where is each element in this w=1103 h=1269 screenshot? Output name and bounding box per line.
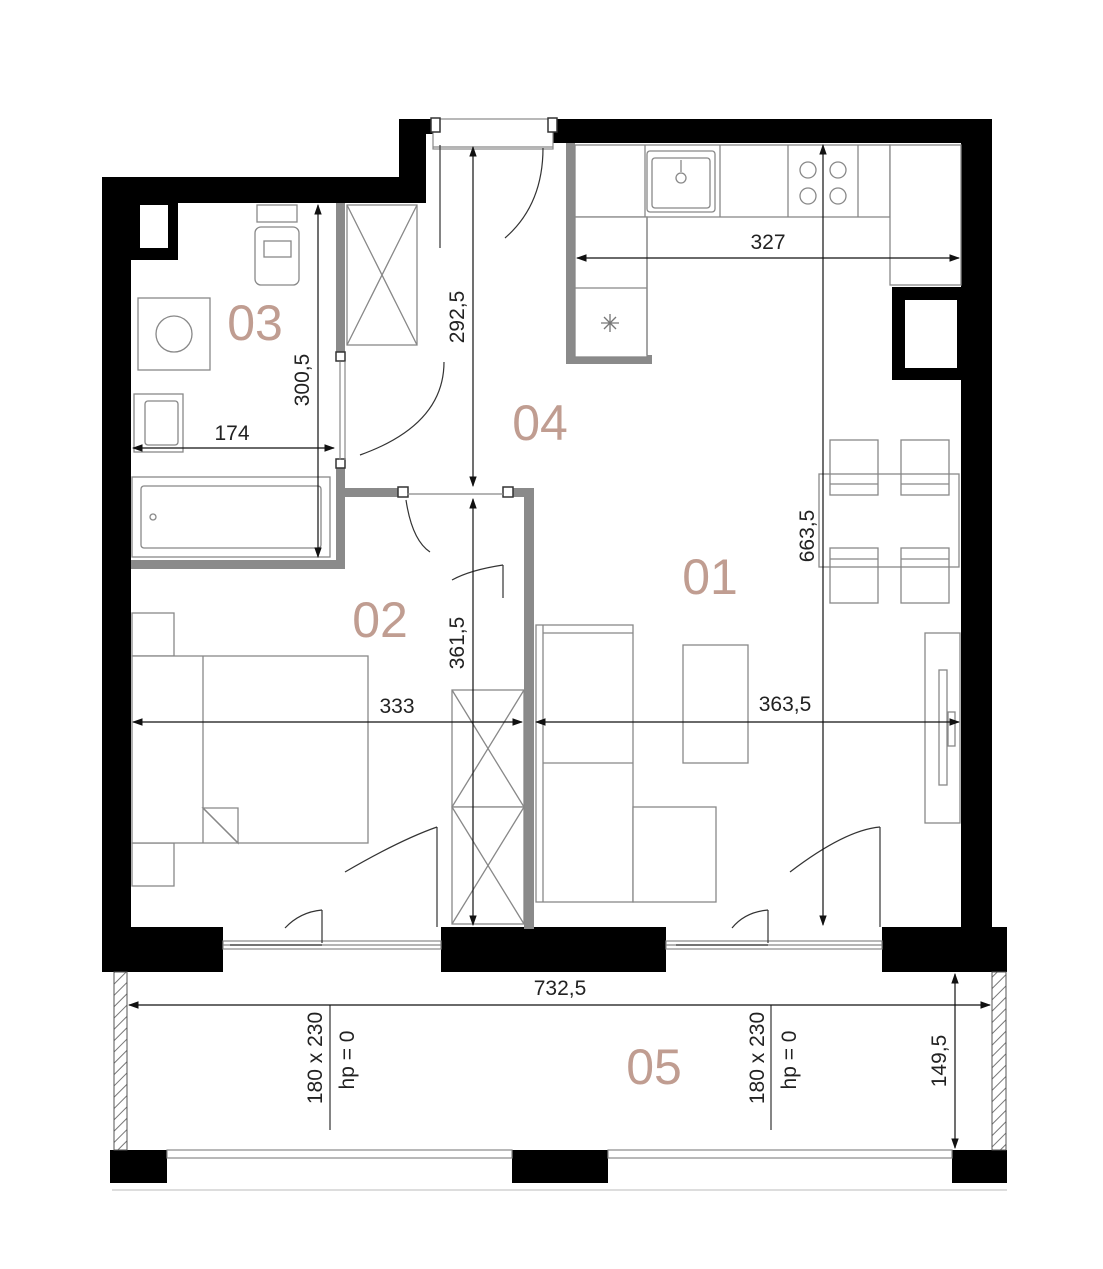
fridge-icon — [601, 314, 619, 332]
living-furniture — [535, 439, 961, 903]
dim-kitchen-width: 327 — [750, 231, 785, 254]
room-label-05: 05 — [626, 1039, 682, 1095]
bedroom-furniture — [131, 612, 369, 887]
room-label-01: 01 — [682, 549, 738, 605]
dim-hall-height: 292,5 — [446, 291, 469, 344]
balcony — [112, 971, 1007, 1191]
room-label-03: 03 — [227, 295, 283, 351]
dim-hall-lower-height: 361,5 — [446, 617, 469, 670]
dimension-lines — [127, 143, 992, 1150]
dim-bath-height: 300,5 — [291, 354, 314, 407]
exterior-walls — [102, 119, 1007, 1183]
door-size-left: 180 x 230 — [304, 1012, 327, 1104]
room-label-04: 04 — [512, 395, 568, 451]
dim-living-width: 363,5 — [759, 693, 812, 716]
kitchen-shaft-void — [905, 300, 957, 368]
hall-wardrobe — [451, 689, 525, 925]
door-size-right: 180 x 230 — [746, 1012, 769, 1104]
door-hp-right: hp = 0 — [778, 1031, 801, 1090]
kitchen-fixtures — [574, 144, 962, 358]
bath-shaft-void — [140, 205, 168, 248]
dim-balcony-width: 732,5 — [534, 977, 587, 1000]
bathroom-fixtures — [131, 204, 418, 558]
partitions — [131, 143, 652, 929]
dim-bedroom-width: 333 — [379, 695, 414, 718]
dim-bath-width: 174 — [214, 422, 249, 445]
room-label-02: 02 — [352, 592, 408, 648]
dim-balcony-depth: 149,5 — [928, 1035, 951, 1088]
door-swings — [284, 145, 881, 943]
dim-living-height: 663,5 — [796, 510, 819, 563]
door-hp-left: hp = 0 — [336, 1031, 359, 1090]
